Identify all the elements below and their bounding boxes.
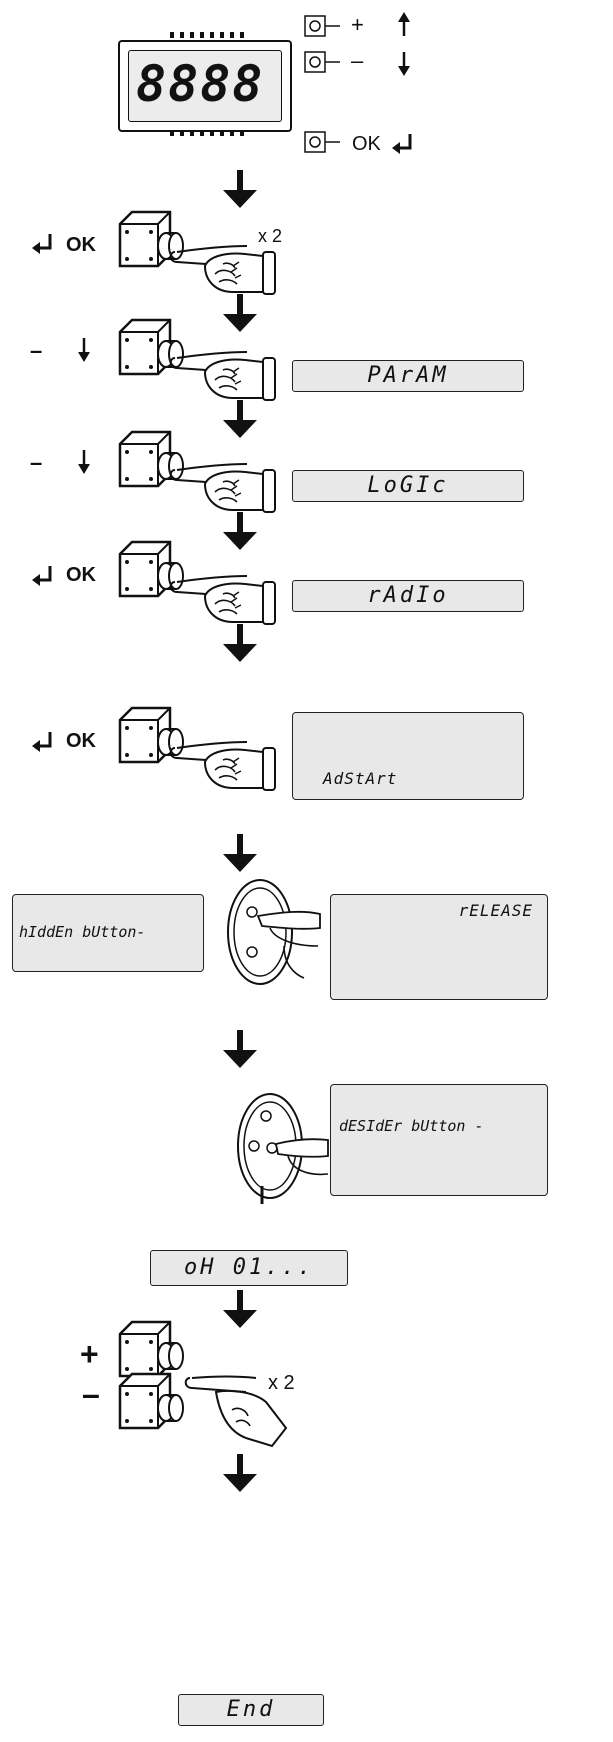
lcd-status: oH 01... <box>150 1250 348 1286</box>
step3-minus-label: – <box>30 450 43 475</box>
hand-icon <box>169 463 276 513</box>
lcd-logic: LoGIc <box>292 470 524 502</box>
display-pins-top <box>170 32 244 38</box>
plus-button-icon[interactable] <box>304 14 344 40</box>
adjust-plus-label: + <box>80 1336 99 1372</box>
down-arrow-small-icon <box>76 336 92 364</box>
ok-button-icon[interactable] <box>304 130 344 156</box>
display-digits: 8888 <box>136 55 265 113</box>
flow-arrow-7 <box>223 1030 257 1068</box>
step1-ok-label: OK <box>66 234 96 256</box>
hand-icon <box>169 575 276 625</box>
minus-label: – <box>351 48 364 73</box>
seven-segment-display: 8888 <box>118 40 292 132</box>
step5-ok-label: OK <box>66 730 96 752</box>
lcd-param: PArAM <box>292 360 524 392</box>
return-arrow-icon <box>30 730 52 754</box>
lcd-hidden-button-text: hIddEn bUtton- <box>19 923 146 941</box>
return-arrow-icon <box>390 132 412 156</box>
adjust-times: x 2 <box>268 1372 295 1394</box>
plus-label: + <box>351 12 364 37</box>
return-arrow-icon <box>30 564 52 588</box>
lcd-status-text: oH 01... <box>184 1255 314 1280</box>
flow-arrow-8 <box>223 1290 257 1328</box>
lcd-end: End <box>178 1694 324 1726</box>
lcd-end-text: End <box>226 1697 276 1722</box>
card-reader-icon <box>237 1093 329 1204</box>
lcd-desider-text: dESIdEr bUtton - <box>339 1117 484 1135</box>
minus-button-icon[interactable] <box>304 50 344 76</box>
adjust-minus-label: – <box>82 1376 100 1412</box>
lcd-adstart-text: AdStArt <box>323 769 398 788</box>
lcd-adstart: AdStArt <box>292 712 524 800</box>
lcd-param-text: PArAM <box>367 363 449 388</box>
step2-minus-label: – <box>30 338 43 363</box>
lcd-logic-text: LoGIc <box>367 473 449 498</box>
flow-arrow-9 <box>223 1454 257 1492</box>
hand-icon <box>169 741 276 791</box>
step4-ok-label: OK <box>66 564 96 586</box>
lcd-desider: dESIdEr bUtton - <box>330 1084 548 1196</box>
ok-label: OK <box>352 133 381 155</box>
lcd-radio: rAdIo <box>292 580 524 612</box>
hand-icon <box>184 1375 288 1448</box>
up-arrow-icon <box>396 10 412 38</box>
display-pins-bottom <box>170 130 244 136</box>
hand-icon <box>169 351 276 401</box>
lcd-release-text: rELEASE <box>458 901 533 920</box>
down-arrow-small-icon <box>396 50 412 78</box>
step1-times: x 2 <box>258 226 283 246</box>
return-arrow-icon <box>30 232 52 256</box>
down-arrow-small-icon <box>76 448 92 476</box>
flow-arrow-1 <box>223 170 257 208</box>
lcd-hidden-button: hIddEn bUtton- <box>12 894 204 972</box>
flow-arrow-6 <box>223 834 257 872</box>
card-reader-icon <box>227 879 321 985</box>
lcd-radio-text: rAdIo <box>367 583 449 608</box>
lcd-release: rELEASE <box>330 894 548 1000</box>
